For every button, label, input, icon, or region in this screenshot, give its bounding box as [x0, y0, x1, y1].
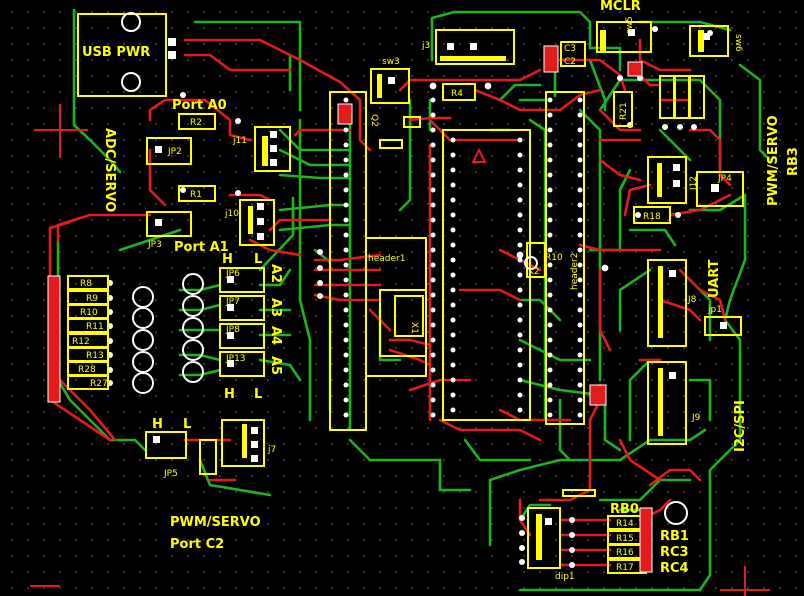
- label-l2: L: [254, 387, 262, 402]
- ref-jp3: JP3: [147, 240, 162, 250]
- header2-pads: [547, 97, 583, 418]
- label-adc-servo: ADC/SERVO: [102, 128, 117, 212]
- label-a2: A2: [268, 264, 283, 283]
- label-l3: L: [183, 417, 191, 432]
- top-copper-traces: [48, 38, 732, 567]
- header1-pads: [343, 97, 436, 418]
- jumper-round-pads: [121, 12, 688, 525]
- ref-r9: R9: [86, 294, 98, 304]
- fiducial-marks: [30, 104, 770, 596]
- label-uart: UART: [707, 259, 722, 298]
- ref-jp7: JP7: [225, 297, 240, 307]
- ref-jp5: JP5: [163, 469, 178, 479]
- ref-j8: J8: [687, 295, 697, 305]
- ref-jp6: JP6: [225, 269, 240, 279]
- label-l1: L: [254, 252, 262, 267]
- label-pwm-servo-rb3: PWM/SERVO: [766, 115, 781, 206]
- label-mclr: MCLR: [600, 0, 641, 14]
- ref-jp2: JP2: [167, 147, 182, 157]
- label-rc4: RC4: [660, 561, 689, 576]
- ref-k2: K2: [528, 267, 540, 277]
- ref-x1: X1: [409, 322, 419, 334]
- ref-r15: R15: [616, 534, 634, 544]
- ref-header1: header1: [368, 254, 405, 264]
- ref-j12: J12: [689, 176, 699, 191]
- ref-r1: R1: [190, 190, 202, 200]
- ref-r8: R8: [80, 279, 92, 289]
- ref-r17: R17: [616, 563, 634, 573]
- square-pads: [153, 29, 727, 525]
- ref-header2: header2: [570, 253, 580, 290]
- pic-socket-outline: [442, 129, 531, 421]
- ref-r10: R10: [80, 308, 98, 318]
- silkscreen-solid-bars: [242, 30, 704, 560]
- label-rb3: RB3: [786, 147, 801, 176]
- label-port-a1: Port A1: [174, 240, 229, 255]
- label-h3: H: [152, 417, 163, 432]
- ref-r12: R12: [72, 337, 90, 347]
- label-pwm-servo-c2: PWM/SERVO: [170, 515, 261, 530]
- ref-r18: R18: [643, 212, 661, 222]
- ref-r4: R4: [451, 89, 463, 99]
- ref-q2: Q2: [369, 114, 379, 127]
- dip-switch-outline: [527, 507, 561, 569]
- ref-sw6: sw6: [733, 34, 743, 52]
- usb-connector-outline: [77, 13, 167, 97]
- ref-r28: R28: [78, 365, 96, 375]
- label-i2c-spi: I2C/SPI: [733, 400, 748, 452]
- label-rb0: RB0: [610, 502, 639, 517]
- ref-c3: C3: [564, 44, 576, 54]
- ref-j7: j7: [267, 445, 276, 455]
- label-a5: A5: [268, 356, 283, 375]
- ref-j9: J9: [691, 413, 701, 423]
- ref-jp1: jp1: [707, 305, 722, 315]
- ref-sw5: sw5: [625, 16, 635, 34]
- label-port-a0: Port A0: [172, 98, 227, 113]
- ref-jp8: JP8: [225, 325, 240, 335]
- ref-jp13: JP13: [225, 354, 246, 364]
- silkscreen-outlines: [67, 13, 744, 574]
- label-h1: H: [222, 252, 233, 267]
- label-port-c2: Port C2: [170, 537, 224, 552]
- ref-r2: R2: [190, 118, 202, 128]
- ref-r21: R21: [619, 102, 629, 120]
- ref-j11: j11: [232, 136, 247, 146]
- ref-r16: R16: [616, 548, 634, 558]
- ref-dip1: dip1: [555, 572, 575, 582]
- label-rc3: RC3: [660, 545, 689, 560]
- ref-sw3: sw3: [382, 57, 400, 67]
- label-h2: H: [224, 387, 235, 402]
- label-a3: A3: [268, 298, 283, 317]
- ref-r27: R27: [90, 379, 108, 389]
- red-smd-pads: [47, 45, 653, 573]
- ref-r10-pcb: R10: [545, 253, 563, 263]
- ref-j10: j10: [224, 209, 239, 219]
- label-a4: A4: [268, 326, 283, 345]
- label-rb1: RB1: [660, 529, 689, 544]
- ref-r13: R13: [86, 351, 104, 361]
- pic-pin1-marker: [471, 147, 487, 163]
- ref-jp4: JP4: [717, 174, 732, 184]
- ref-r11: R11: [86, 322, 104, 332]
- pic-socket-pads: [450, 137, 523, 413]
- ref-r14: R14: [616, 519, 634, 529]
- ref-j3: j3: [421, 41, 430, 51]
- ref-c2: C2: [564, 57, 576, 67]
- label-usb-pwr: USB PWR: [82, 45, 150, 60]
